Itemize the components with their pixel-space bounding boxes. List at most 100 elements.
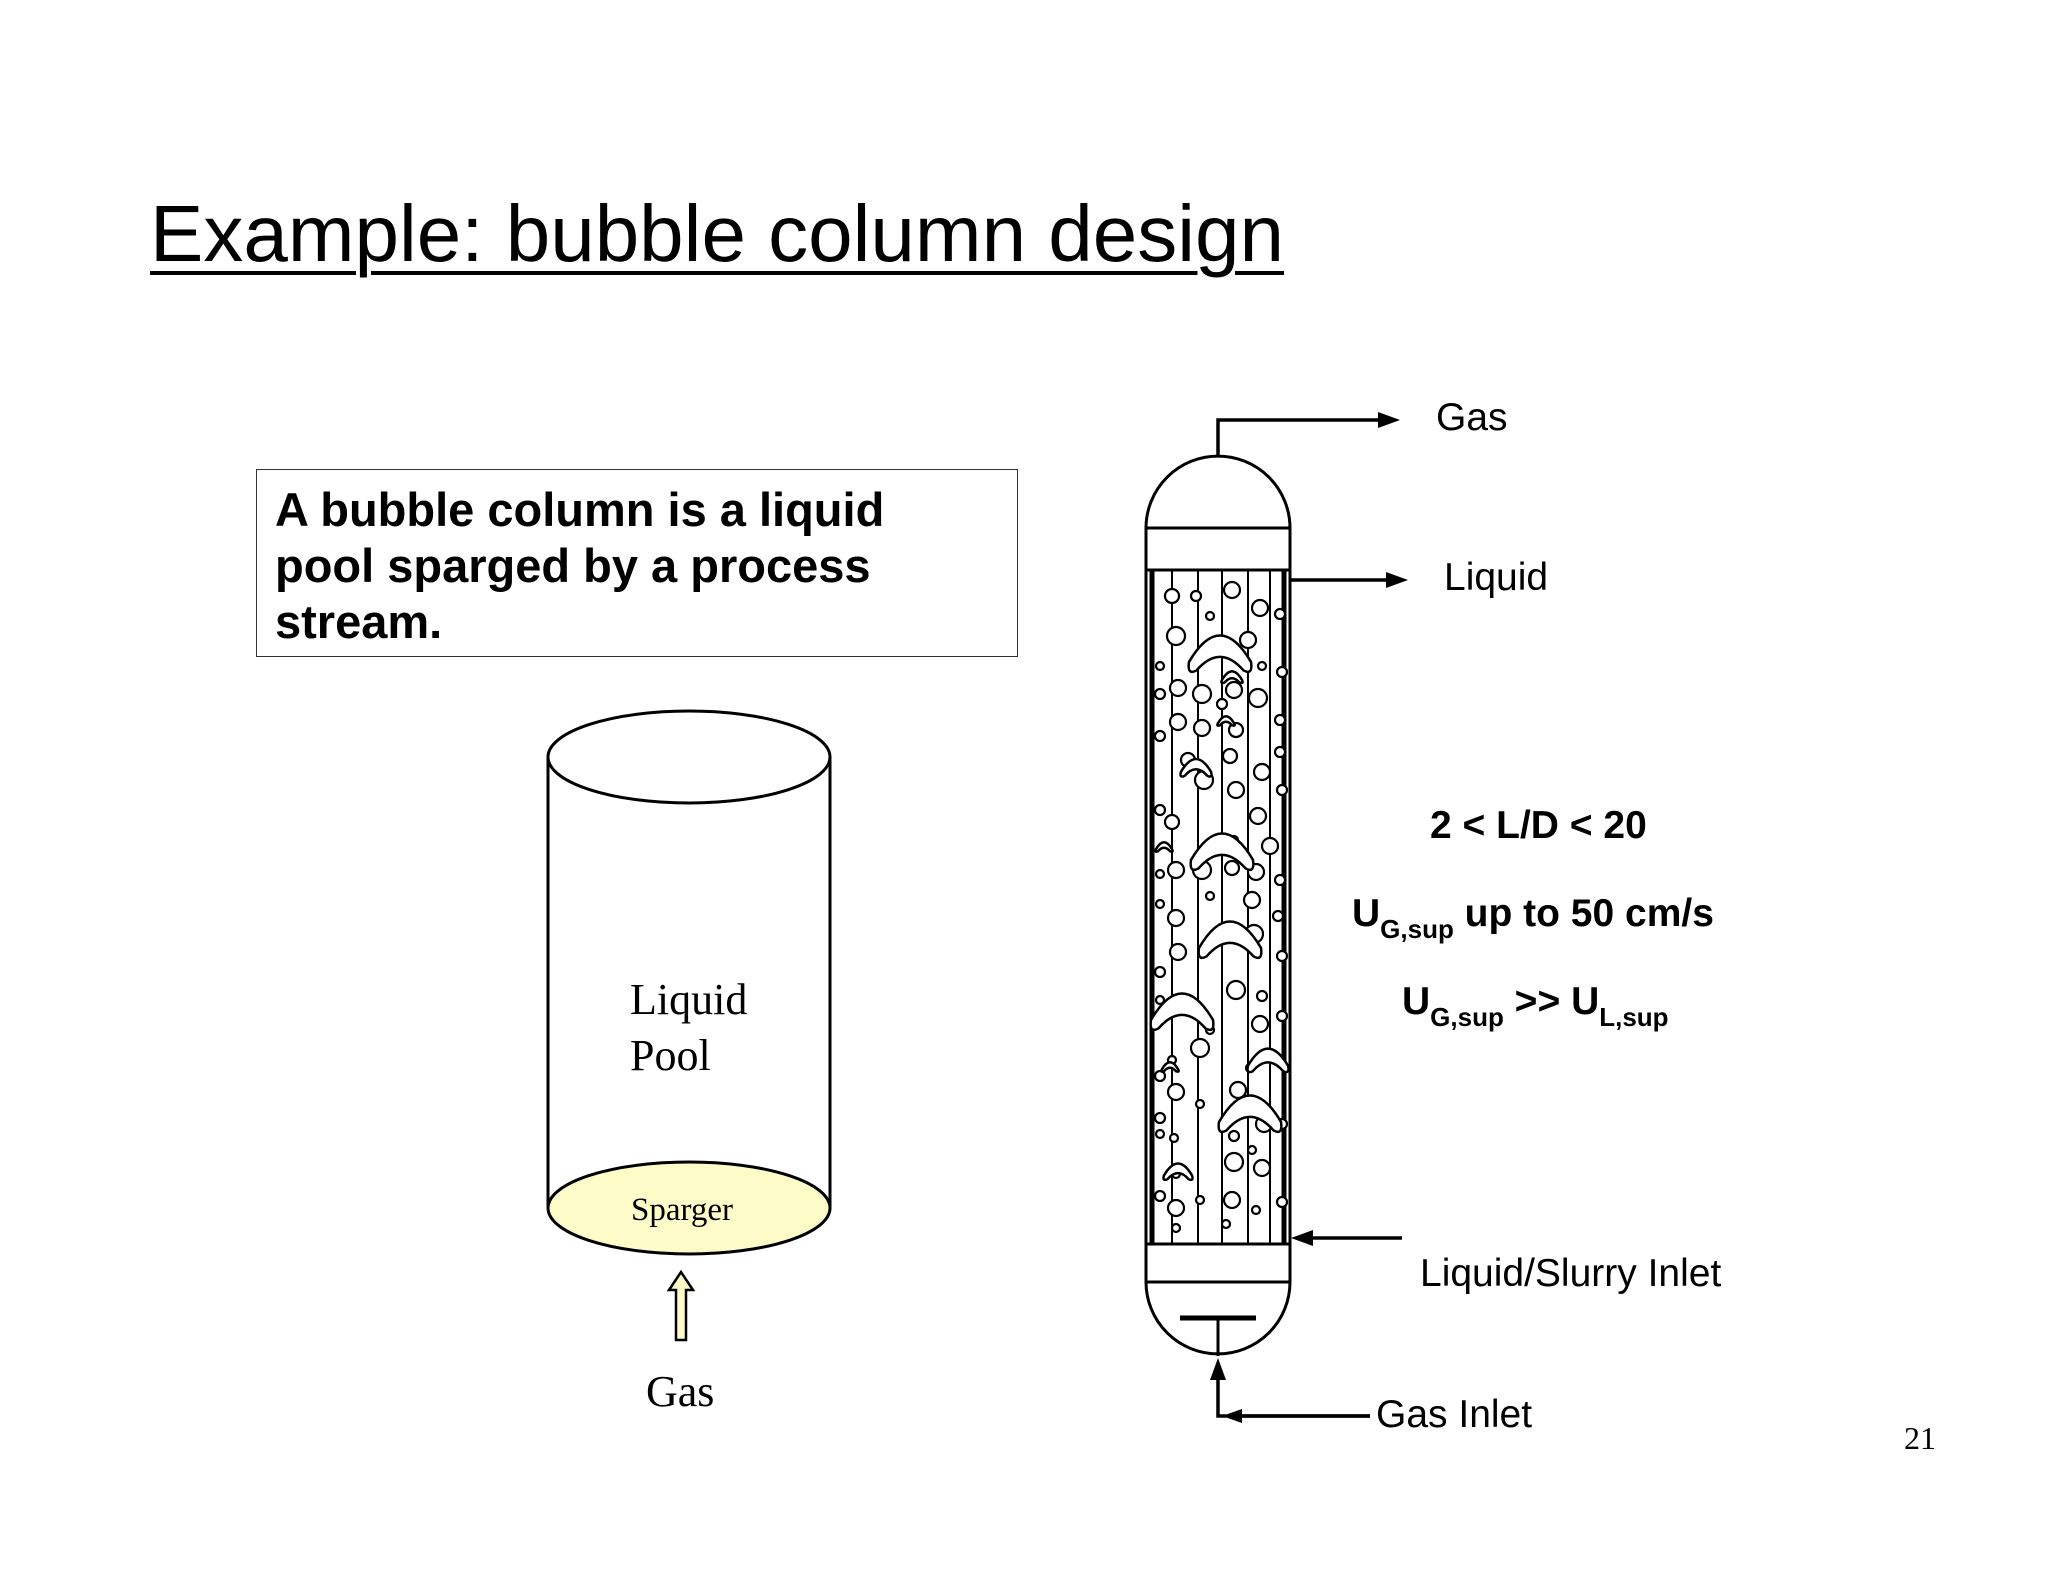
slurry-inlet-arrowhead-icon: [1291, 1230, 1313, 1246]
bubble: [1275, 783, 1289, 797]
bubble: [1248, 806, 1268, 826]
bubble: [1242, 890, 1262, 910]
bubble: [1260, 836, 1280, 856]
bubble: [1191, 683, 1213, 705]
bubble: [1170, 1222, 1182, 1234]
bubble: [1153, 687, 1167, 701]
bubble: [1166, 908, 1186, 928]
bubble: [1189, 1037, 1211, 1059]
bubble: [1220, 1218, 1232, 1230]
cap-bubble: [1154, 841, 1174, 853]
liquid-outlet-arrowhead-icon: [1386, 572, 1408, 588]
bubble: [1246, 1144, 1258, 1156]
bubble: [1222, 580, 1242, 600]
cap-bubble: [1187, 634, 1253, 674]
bubble: [1273, 745, 1287, 759]
bubble: [1165, 625, 1187, 647]
bubble: [1250, 1204, 1262, 1216]
bubble: [1221, 747, 1239, 765]
velocity-comparison-spec: UG,sup >> UL,sup: [1402, 980, 1669, 1032]
bubble: [1154, 994, 1166, 1006]
bubble: [1166, 860, 1186, 880]
cap-bubble: [1179, 757, 1213, 778]
pool-label-line-1: Liquid: [630, 975, 748, 1024]
bubble: [1273, 607, 1287, 621]
bubble: [1189, 589, 1203, 603]
bubble: [1247, 687, 1269, 709]
bubble: [1204, 610, 1216, 622]
page-title: Example: bubble column design: [150, 189, 1285, 278]
bubble: [1194, 1194, 1206, 1206]
bubble: [1192, 718, 1212, 738]
bubble: [1166, 1082, 1186, 1102]
bubble: [1252, 762, 1272, 782]
bubble: [1154, 1128, 1166, 1140]
bubble: [1163, 813, 1181, 831]
bubble: [1275, 1009, 1289, 1023]
sparger-disk: [546, 1160, 832, 1256]
bubble: [1275, 665, 1289, 679]
bubble: [1250, 598, 1270, 618]
slurry-inlet-label: Liquid/Slurry Inlet: [1420, 1252, 1722, 1295]
bubble: [1168, 942, 1188, 962]
bubble: [1168, 678, 1188, 698]
bubble: [1252, 1158, 1272, 1178]
bubble: [1168, 1132, 1180, 1144]
bubble: [1154, 660, 1166, 672]
bubble: [1226, 780, 1246, 800]
bubble: [1273, 713, 1287, 727]
definition-line-2: pool sparged by a process: [275, 539, 871, 592]
bubble: [1153, 1111, 1167, 1125]
bubble: [1225, 979, 1247, 1001]
ld-ratio-spec: 2 < L/D < 20: [1430, 804, 1647, 847]
definition-line-1: A bubble column is a liquid: [275, 483, 885, 536]
bubble: [1194, 1098, 1206, 1110]
cap-bubble: [1197, 920, 1263, 960]
gas-inlet-arrow-icon: [666, 1269, 696, 1342]
bubble: [1168, 712, 1188, 732]
bubble: [1224, 680, 1244, 700]
bubble: [1250, 1014, 1270, 1034]
gas-outlet-arrowhead-icon: [1378, 412, 1400, 428]
gas-outlet-arrow: [1216, 418, 1380, 456]
bubble: [1163, 587, 1181, 605]
cap-bubble: [1217, 1094, 1283, 1134]
cap-bubble: [1189, 832, 1255, 872]
gas-inlet-label: Gas Inlet: [1376, 1393, 1533, 1436]
gas-inlet-arrowhead-icon: [1210, 1358, 1226, 1380]
cap-bubble: [1162, 1162, 1194, 1182]
definition-line-3: stream.: [275, 595, 443, 648]
liquid-outlet-label: Liquid: [1444, 556, 1549, 599]
bubble: [1275, 1195, 1289, 1209]
bubble: [1222, 1190, 1242, 1210]
large-cap-bubbles: [1149, 634, 1290, 1182]
bubble: [1153, 1189, 1167, 1203]
liquid-pool-cylinder: [546, 709, 832, 1208]
gas-outlet-label: Gas: [1436, 396, 1508, 439]
bubble: [1223, 859, 1241, 877]
bubble: [1153, 729, 1167, 743]
bubble: [1255, 989, 1269, 1003]
pool-label-line-2: Pool: [630, 1031, 711, 1080]
cap-bubble: [1149, 992, 1215, 1032]
gas-bubbles: [1153, 580, 1289, 1234]
bubble: [1227, 1129, 1241, 1143]
cap-bubble: [1160, 1061, 1180, 1073]
definition-box: A bubble column is a liquid pool sparged…: [256, 469, 1018, 657]
gas-inlet-side-arrowhead-icon: [1222, 1409, 1242, 1423]
bubble: [1166, 1198, 1186, 1218]
gas-label: Gas: [646, 1367, 715, 1416]
bubble: [1275, 949, 1289, 963]
bubble: [1153, 1069, 1167, 1083]
bubble: [1273, 873, 1287, 887]
cap-bubble: [1246, 1047, 1290, 1074]
bubble: [1153, 803, 1167, 817]
bubble: [1223, 1151, 1245, 1173]
bubble: [1238, 630, 1258, 650]
bubble: [1215, 697, 1229, 711]
gas-velocity-spec: UG,sup up to 50 cm/s: [1352, 892, 1714, 944]
bubble: [1154, 898, 1166, 910]
bubble: [1256, 660, 1268, 672]
bubble: [1153, 965, 1167, 979]
